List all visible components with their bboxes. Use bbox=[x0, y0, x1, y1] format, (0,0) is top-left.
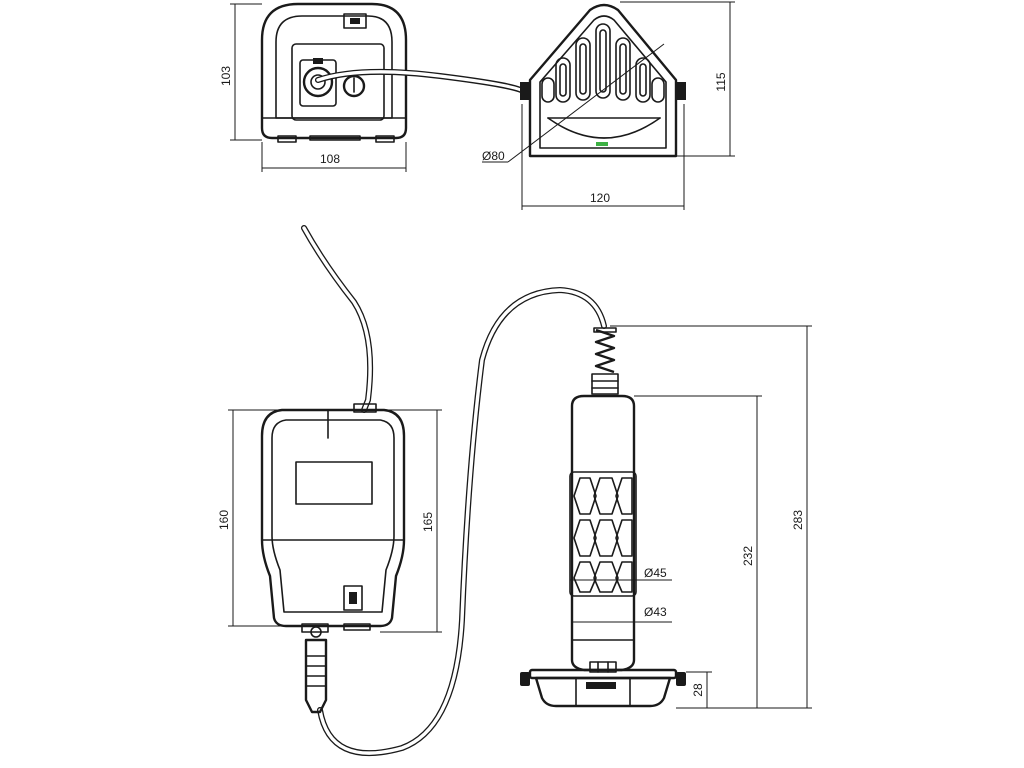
cable-power bbox=[301, 225, 374, 413]
controller-front-view: 160 165 bbox=[217, 403, 442, 714]
dim-handpiece-total-length: 283 bbox=[791, 510, 805, 530]
dim-controller-top-width: 108 bbox=[320, 152, 340, 166]
dim-motor-head-width: 120 bbox=[590, 191, 610, 205]
dim-shaft-diameter: Ø43 bbox=[644, 605, 667, 619]
cable-handpiece bbox=[317, 286, 607, 757]
knob-icon[interactable] bbox=[342, 74, 366, 98]
connector-plug bbox=[304, 626, 328, 714]
display-window bbox=[295, 461, 373, 505]
power-switch-icon[interactable] bbox=[343, 13, 367, 29]
handpiece-base bbox=[520, 661, 686, 708]
dim-base-height: 28 bbox=[691, 683, 705, 697]
power-switch-icon[interactable] bbox=[343, 585, 363, 611]
dim-motor-head-height: 115 bbox=[714, 72, 728, 91]
dim-controller-front-height: 160 bbox=[217, 510, 231, 530]
dim-controller-front-height-outer: 165 bbox=[421, 512, 435, 532]
connector-icon[interactable] bbox=[299, 58, 337, 107]
grip-section bbox=[569, 471, 637, 597]
dim-grip-diameter: Ø45 bbox=[644, 566, 667, 580]
motor-head-view: Ø80 115 120 bbox=[482, 1, 735, 210]
dim-motor-head-diameter: Ø80 bbox=[482, 149, 505, 163]
dim-controller-top-height: 103 bbox=[219, 66, 233, 86]
controller-top-view: 103 108 bbox=[219, 2, 408, 172]
indicator-led bbox=[596, 142, 608, 146]
dim-handpiece-body-length: 232 bbox=[741, 546, 755, 566]
handpiece-view: 283 232 Ø45 Ø43 28 bbox=[520, 325, 812, 709]
